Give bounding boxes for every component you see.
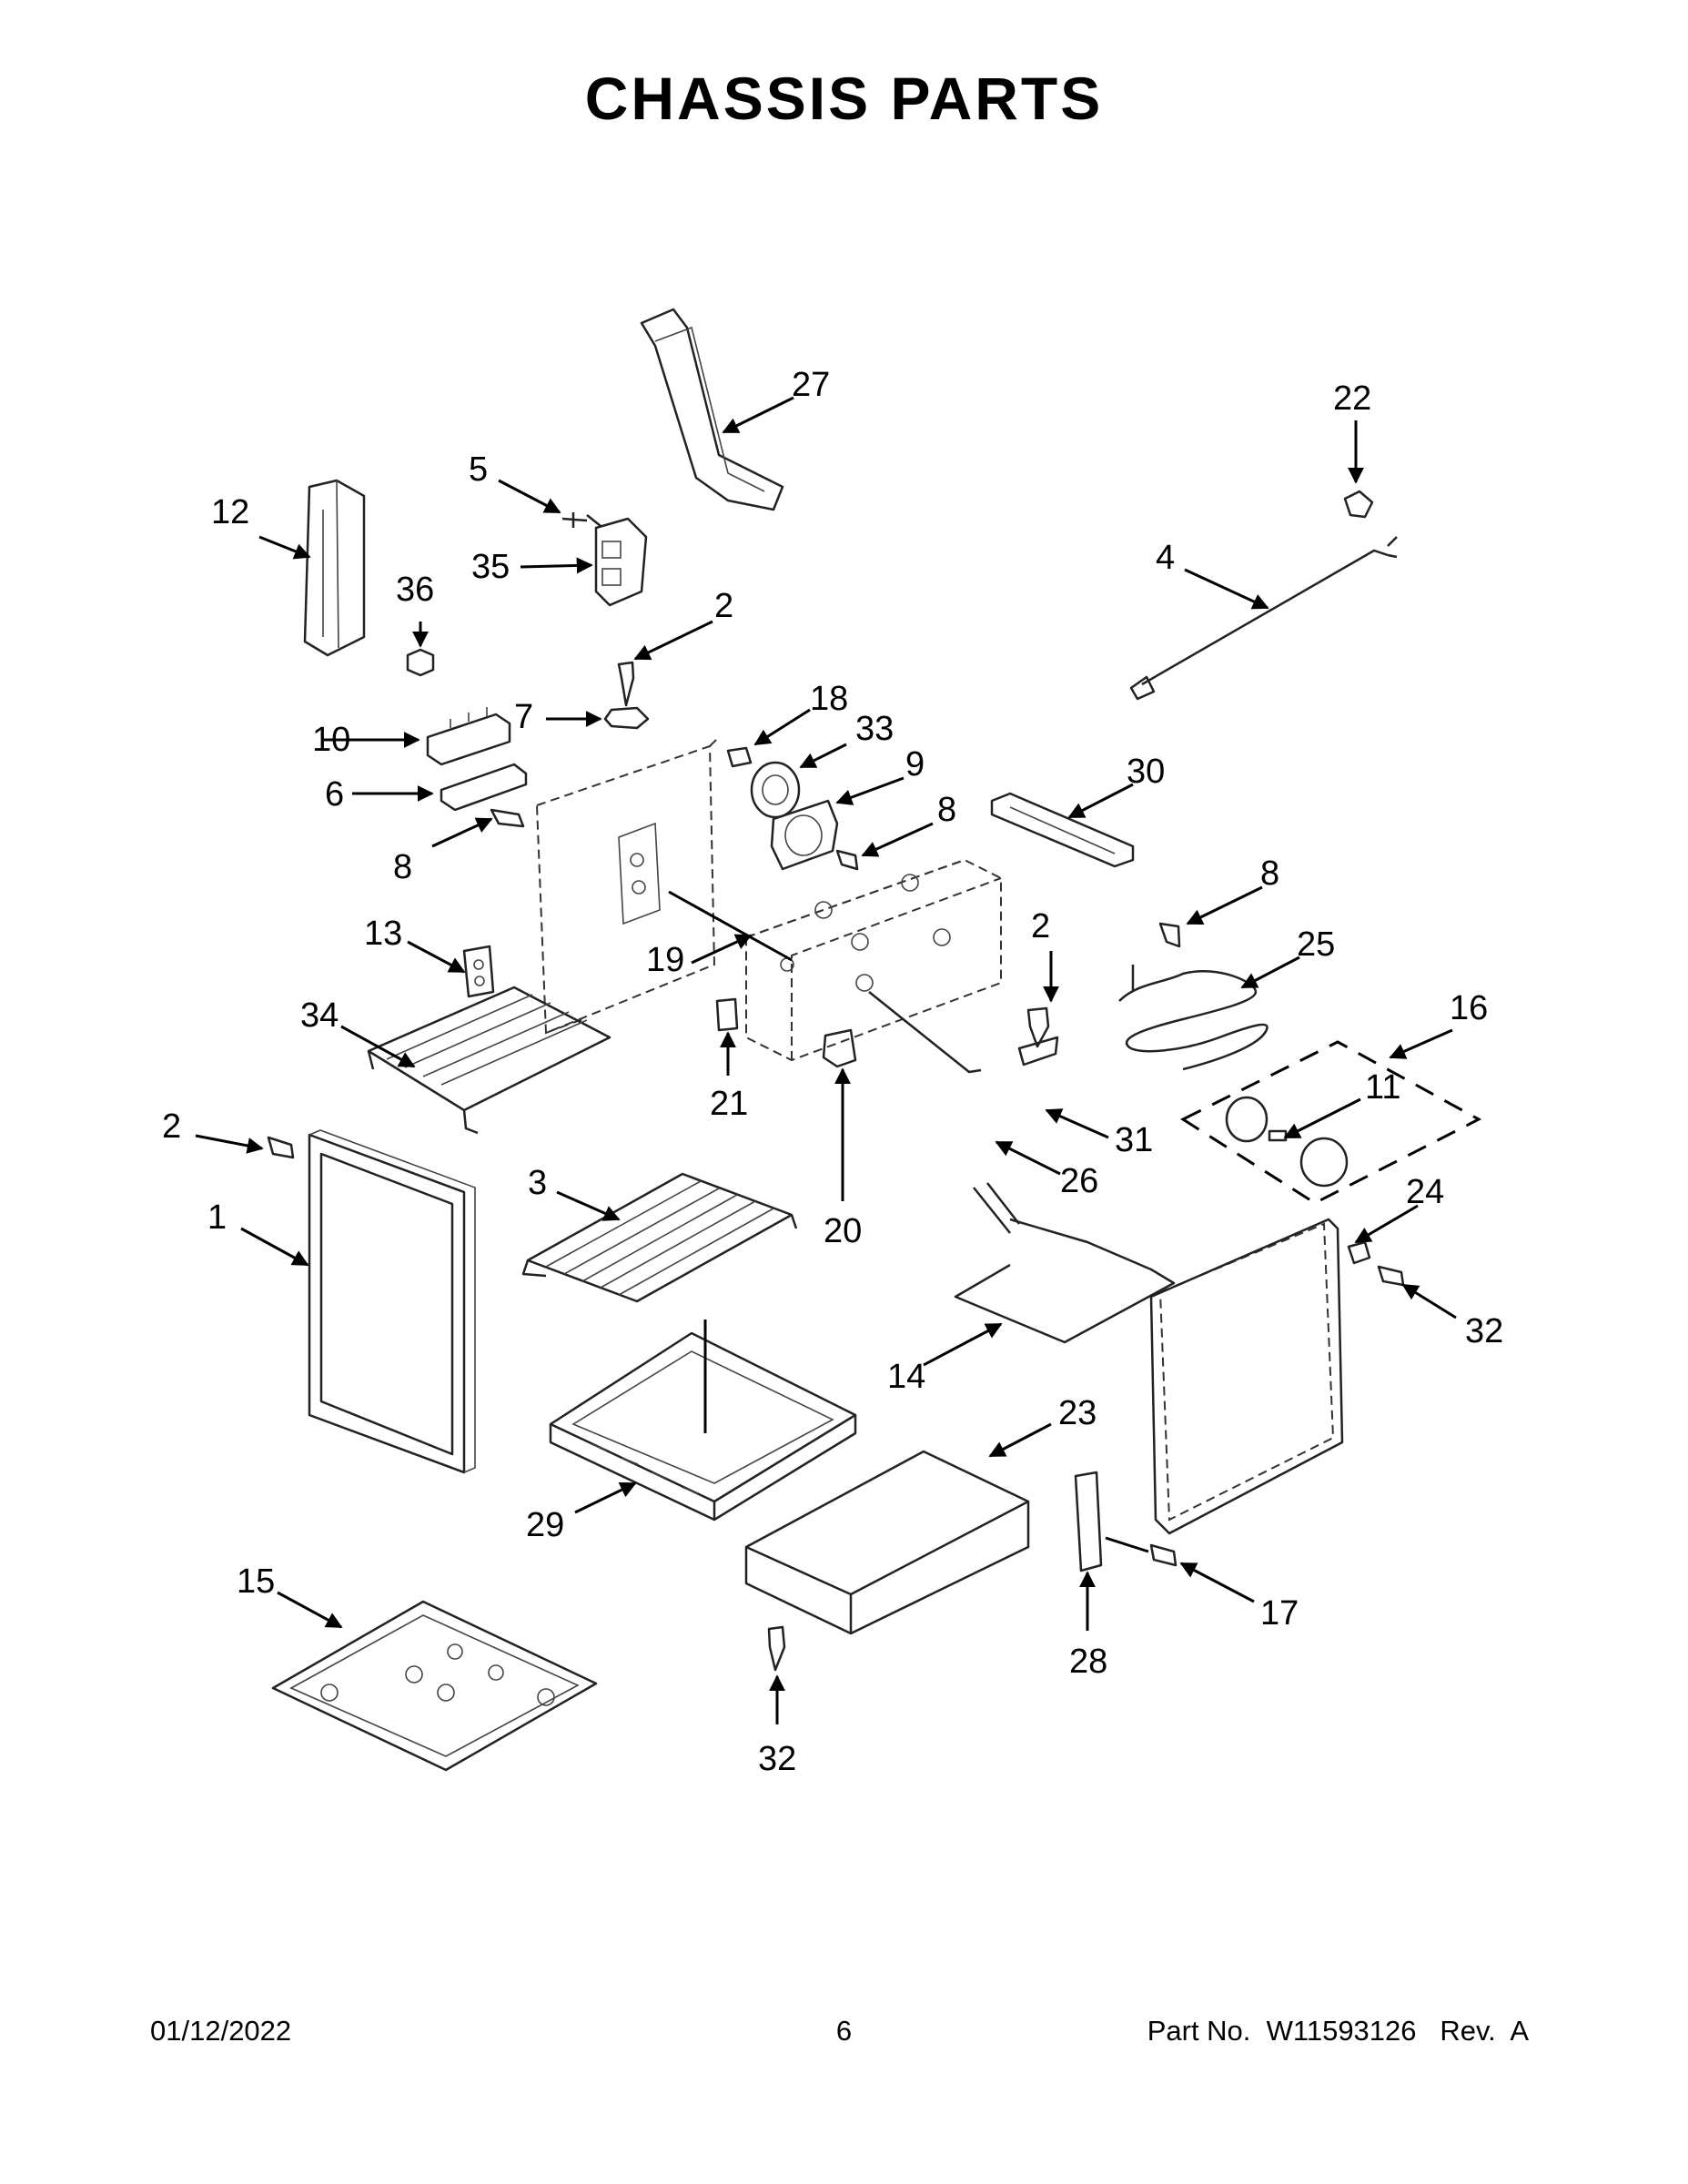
callout-2: 2 <box>162 1107 181 1146</box>
callout-34: 34 <box>300 996 339 1035</box>
callout-14: 14 <box>887 1358 925 1396</box>
callout-13: 13 <box>364 915 402 953</box>
part-23-drawer <box>744 1450 1030 1635</box>
callout-29: 29 <box>526 1506 564 1544</box>
part-2-screw <box>617 661 635 707</box>
callout-24: 24 <box>1406 1173 1444 1211</box>
part-34-rack <box>367 986 612 1135</box>
part-18-pin <box>726 746 753 768</box>
part-9-fan-bracket <box>770 799 839 871</box>
callout-20: 20 <box>824 1212 862 1250</box>
part-26-sensor <box>868 991 982 1074</box>
part-16-group <box>1179 1040 1482 1205</box>
part-2-screw <box>1026 1006 1050 1048</box>
callout-12: 12 <box>211 493 249 531</box>
part-21-foot <box>715 997 739 1032</box>
callout-23: 23 <box>1058 1394 1097 1432</box>
part-2-screw <box>267 1136 295 1159</box>
part-11-knobs <box>1225 1096 1349 1188</box>
part-33-fan <box>750 761 801 819</box>
part-36-nut <box>406 648 435 677</box>
part-20-switch <box>822 1028 857 1068</box>
callout-3: 3 <box>528 1164 547 1202</box>
callout-4: 4 <box>1156 539 1175 577</box>
part-27-bracket <box>640 308 784 511</box>
part-8-screw <box>835 849 859 871</box>
part-30-vent-trim <box>990 792 1135 868</box>
callout-11: 11 <box>1365 1068 1400 1107</box>
part-17-screw <box>1149 1543 1178 1567</box>
callout-8: 8 <box>937 791 956 829</box>
callout-5: 5 <box>469 450 488 489</box>
part-7-clip <box>603 706 650 730</box>
part-32-screw <box>767 1625 786 1672</box>
callout-10: 10 <box>312 721 350 759</box>
part-28-hinge <box>1074 1471 1103 1572</box>
callout-8: 8 <box>393 848 412 886</box>
part-29-drawer-frame <box>549 1331 857 1522</box>
callout-2: 2 <box>1031 907 1050 945</box>
part-8-screw <box>1158 922 1181 948</box>
footer-date: 01/12/2022 <box>150 2015 292 2047</box>
part-25-element <box>1118 965 1269 1071</box>
callout-15: 15 <box>237 1562 275 1601</box>
part-32-screw <box>1377 1265 1405 1287</box>
part-35-bracket <box>594 517 648 607</box>
page-title: CHASSIS PARTS <box>584 65 1104 132</box>
callout-2: 2 <box>714 587 733 625</box>
callout-8: 8 <box>1260 854 1279 893</box>
part-31-bracket <box>1017 1036 1059 1067</box>
part-15-bottom-panel <box>271 1600 598 1772</box>
part-1-door <box>308 1129 476 1474</box>
callout-31: 31 <box>1115 1121 1153 1159</box>
callout-7: 7 <box>514 698 533 736</box>
part-6-terminal-block <box>440 763 528 812</box>
callout-32: 32 <box>758 1740 796 1778</box>
callout-26: 26 <box>1060 1162 1098 1200</box>
footer-part-number: Part No. W11593126 Rev. A <box>1147 2015 1529 2047</box>
part-13-bracket <box>462 945 495 998</box>
part-8-screw <box>490 808 525 828</box>
callout-28: 28 <box>1069 1643 1107 1681</box>
part-3-rack <box>521 1172 798 1303</box>
callout-22: 22 <box>1333 379 1371 418</box>
part-14-element <box>954 1182 1176 1344</box>
callout-32: 32 <box>1465 1312 1503 1350</box>
callout-27: 27 <box>792 366 830 404</box>
footer-page-number: 6 <box>835 2015 853 2047</box>
part-12-side-bracket <box>303 479 366 657</box>
part-4-cord <box>1129 536 1398 701</box>
part-24-clip <box>1347 1240 1371 1265</box>
part-22-nut <box>1343 490 1374 519</box>
callout-36: 36 <box>396 571 434 609</box>
callout-18: 18 <box>810 680 848 718</box>
callout-30: 30 <box>1127 753 1165 791</box>
callout-9: 9 <box>905 745 925 784</box>
callout-labels: 27 22 12 5 35 4 36 2 10 7 18 33 9 30 8 6… <box>162 366 1503 1778</box>
leader-lines <box>195 396 1457 1724</box>
part-10-terminal-block <box>426 707 511 766</box>
callout-19: 19 <box>646 941 684 979</box>
callout-16: 16 <box>1450 989 1488 1027</box>
callout-35: 35 <box>471 548 510 586</box>
callout-1: 1 <box>207 1198 227 1237</box>
part-5-screw <box>561 512 601 528</box>
callout-25: 25 <box>1297 925 1335 964</box>
callout-21: 21 <box>710 1085 748 1123</box>
callout-17: 17 <box>1260 1594 1299 1633</box>
callout-33: 33 <box>855 710 894 748</box>
callout-6: 6 <box>325 775 344 814</box>
part-19-cavity <box>535 736 1002 1062</box>
part-door-frame-right <box>1149 1218 1344 1535</box>
